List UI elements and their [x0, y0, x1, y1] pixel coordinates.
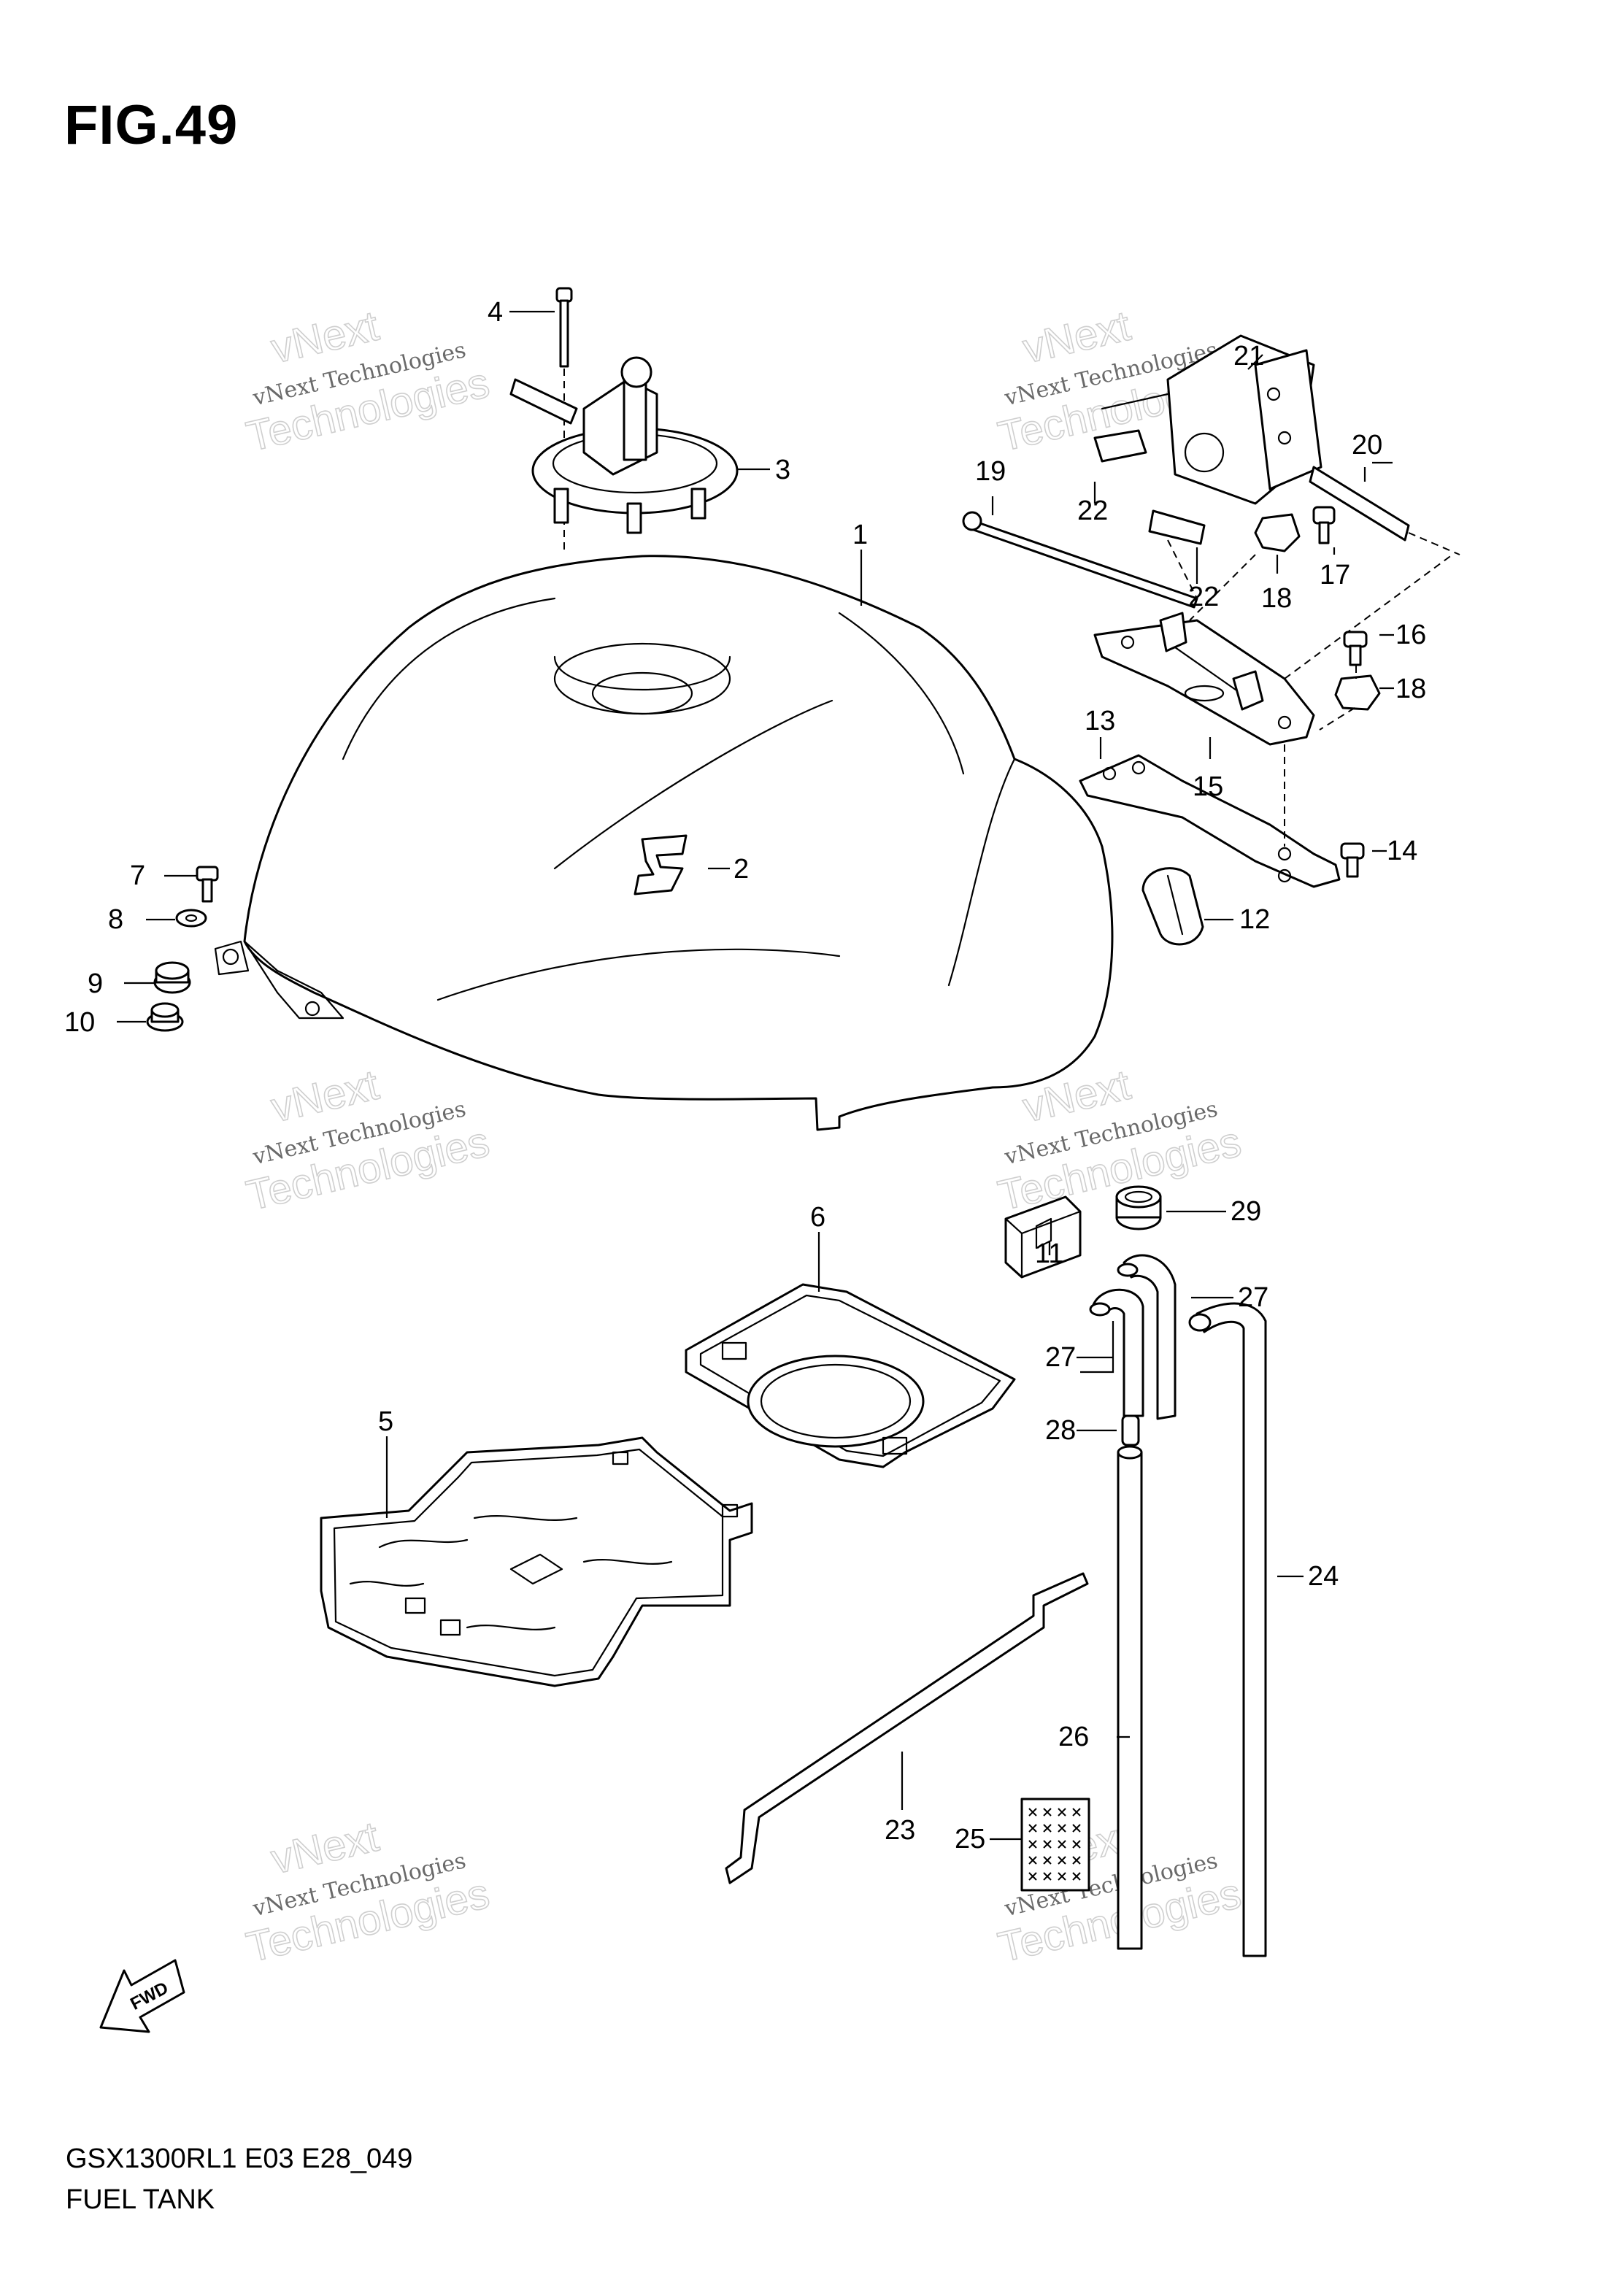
part-10-spacer: [146, 1002, 184, 1032]
part-27-hose-left: [1089, 1288, 1144, 1417]
part-8-washer: [175, 909, 207, 928]
callout-3: 3: [775, 455, 790, 485]
watermark-top-left: vNext vNext Technologies Technologies: [242, 301, 494, 461]
part-13-stay: [1079, 754, 1341, 888]
part-24-hose: [1188, 1302, 1267, 1957]
callout-7: 7: [130, 860, 145, 891]
watermark-mid-left: vNext vNext Technologies Technologies: [242, 1060, 494, 1220]
part-18-nut-lower: [1334, 674, 1381, 711]
callout-11: 11: [1035, 1238, 1063, 1269]
part-25-label: [1020, 1798, 1090, 1892]
part-18-nut-upper: [1254, 513, 1301, 552]
watermark-bottom-right: vNext vNext Technologies Technologies: [993, 1812, 1246, 1972]
part-3-fuel-cap: [509, 356, 739, 534]
part-28-joint: [1121, 1414, 1140, 1446]
part-5-heat-mat: [320, 1436, 753, 1687]
part-4-bolt: [555, 287, 573, 555]
figure-name: FUEL TANK: [66, 2184, 215, 2215]
part-17-bolt: [1312, 506, 1336, 544]
part-29-ring: [1115, 1185, 1162, 1230]
callout-20: 20: [1352, 430, 1382, 461]
callout-12: 12: [1239, 904, 1270, 935]
part-6-cover-plate: [685, 1283, 1016, 1468]
callout-26: 26: [1058, 1722, 1089, 1752]
callout-23: 23: [885, 1815, 915, 1846]
callout-1: 1: [852, 520, 868, 550]
part-7-bolt: [196, 866, 219, 903]
callout-labels: 1 2 3 4 5 6 7 8 9 10 11 12 13 14 15 16 1…: [64, 297, 1426, 1854]
part-23-wire-stay: [725, 1572, 1089, 1884]
model-code: GSX1300RL1 E03 E28_049: [66, 2143, 413, 2174]
leader-lines: [117, 310, 1394, 1841]
part-16-bolt: [1343, 631, 1368, 666]
callout-25: 25: [955, 1824, 985, 1854]
callout-28: 28: [1045, 1415, 1076, 1446]
part-2-emblem: [634, 834, 688, 895]
callout-15: 15: [1193, 771, 1223, 802]
callout-10: 10: [64, 1007, 95, 1038]
callout-19: 19: [975, 456, 1006, 487]
callout-4: 4: [488, 297, 503, 328]
part-27-hose-right: [1117, 1254, 1177, 1420]
callout-21: 21: [1233, 341, 1264, 371]
part-9-grommet: [153, 961, 191, 994]
callout-9: 9: [88, 968, 103, 999]
part-12-cushion: [1141, 867, 1204, 946]
part-15-bracket: [1093, 612, 1315, 746]
part-22-damper-left: [1093, 393, 1169, 463]
part-21-hinge-bracket: [1166, 334, 1322, 505]
callout-24: 24: [1308, 1561, 1339, 1592]
callout-2: 2: [734, 854, 749, 885]
callout-18-lower: 18: [1395, 674, 1426, 704]
part-26-hose-long: [1117, 1445, 1143, 1950]
callout-27-right: 27: [1238, 1282, 1268, 1313]
part-19-long-bolt: [962, 511, 1198, 609]
part-1-fuel-tank: [214, 555, 1114, 1131]
callout-14: 14: [1387, 836, 1417, 866]
callout-16: 16: [1395, 620, 1426, 650]
callout-29: 29: [1231, 1196, 1261, 1227]
callout-22-left: 22: [1077, 496, 1108, 526]
part-11-cushion-block: [1004, 1195, 1082, 1279]
callout-17: 17: [1320, 560, 1350, 590]
watermark-bottom-left: vNext vNext Technologies Technologies: [242, 1812, 494, 1972]
callout-13: 13: [1085, 706, 1115, 736]
callout-8: 8: [108, 904, 123, 935]
callout-22-right: 22: [1188, 582, 1219, 612]
callout-5: 5: [378, 1406, 393, 1437]
callout-6: 6: [810, 1202, 825, 1233]
figure-footer: GSX1300RL1 E03 E28_049 FUEL TANK: [66, 2138, 412, 2220]
part-20-pin: [1309, 466, 1460, 555]
fwd-arrow-icon: FWD: [99, 1959, 185, 2033]
callout-18-upper: 18: [1261, 583, 1292, 614]
figure-title: FIG.49: [64, 94, 239, 156]
callout-27-left: 27: [1045, 1342, 1076, 1373]
part-22-damper-lower: [1148, 509, 1206, 545]
part-14-bolt: [1340, 842, 1365, 878]
